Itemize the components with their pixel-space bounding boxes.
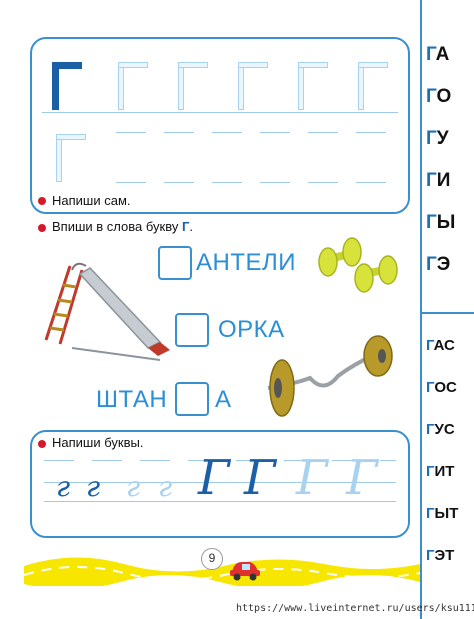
- bullet-icon: [38, 224, 46, 232]
- slide-illustration: [44, 262, 170, 361]
- ruling-line: [44, 460, 396, 461]
- car-icon: [230, 562, 260, 581]
- cursive-upper-g-sample: Г: [244, 450, 276, 506]
- syllable-ge: ГЭ: [426, 254, 451, 275]
- cursive-practice-panel: [30, 430, 410, 538]
- word-gyt: ГЫТ: [426, 505, 459, 522]
- syllable-ga: ГА: [426, 44, 450, 65]
- cursive-upper-g-sample: Г: [198, 450, 230, 506]
- ruling-line: [44, 501, 396, 502]
- letter-blank-box[interactable]: [175, 313, 209, 347]
- bullet-icon: [38, 197, 46, 205]
- cursive-upper-g-trace: Г: [296, 450, 328, 506]
- ruling-line: [116, 182, 398, 183]
- word-slide-suffix: ОРКА: [218, 316, 285, 343]
- barbell-illustration: [267, 335, 393, 417]
- syllable-gi: ГИ: [426, 170, 451, 191]
- ruling-line: [42, 112, 398, 113]
- word-dumbbells-suffix: АНТЕЛИ: [196, 249, 297, 276]
- cursive-lower-g-sample: г: [56, 470, 71, 503]
- source-url: https://www.liveinternet.ru/users/ksu111…: [236, 603, 474, 614]
- word-gus: ГУС: [426, 421, 455, 438]
- ruling-line: [116, 132, 398, 133]
- dumbbells-illustration: [318, 237, 398, 293]
- letter-blank-box[interactable]: [175, 382, 209, 416]
- word-get: ГЭТ: [426, 547, 455, 564]
- bullet-icon: [38, 440, 46, 448]
- page-number: 9: [201, 548, 223, 570]
- cursive-lower-g-sample: г: [86, 470, 101, 503]
- letter-blank-box[interactable]: [158, 246, 192, 280]
- syllable-column: [420, 0, 474, 619]
- word-gas: ГАС: [426, 337, 455, 354]
- word-gos: ГОС: [426, 379, 457, 396]
- word-git: ГИТ: [426, 463, 455, 480]
- yellow-wave-road: [24, 557, 420, 586]
- ruling-line: [44, 482, 396, 483]
- instruction-insert-letter: Впиши в слова букву Г.: [52, 219, 193, 234]
- print-practice-panel: [30, 37, 410, 214]
- cursive-lower-g-trace: г: [126, 470, 141, 503]
- syllable-go: ГО: [426, 86, 452, 107]
- cursive-lower-g-trace: г: [158, 470, 173, 503]
- cursive-upper-g-trace: Г: [346, 450, 378, 506]
- instruction-write-yourself: Напиши сам.: [52, 193, 131, 208]
- syllable-gy: ГЫ: [426, 212, 456, 233]
- word-barbell-prefix: ШТАН: [96, 386, 168, 413]
- syllable-gu: ГУ: [426, 128, 449, 149]
- column-divider: [420, 312, 474, 314]
- instruction-write-letters: Напиши буквы.: [52, 435, 144, 450]
- word-barbell-suffix: А: [215, 386, 232, 413]
